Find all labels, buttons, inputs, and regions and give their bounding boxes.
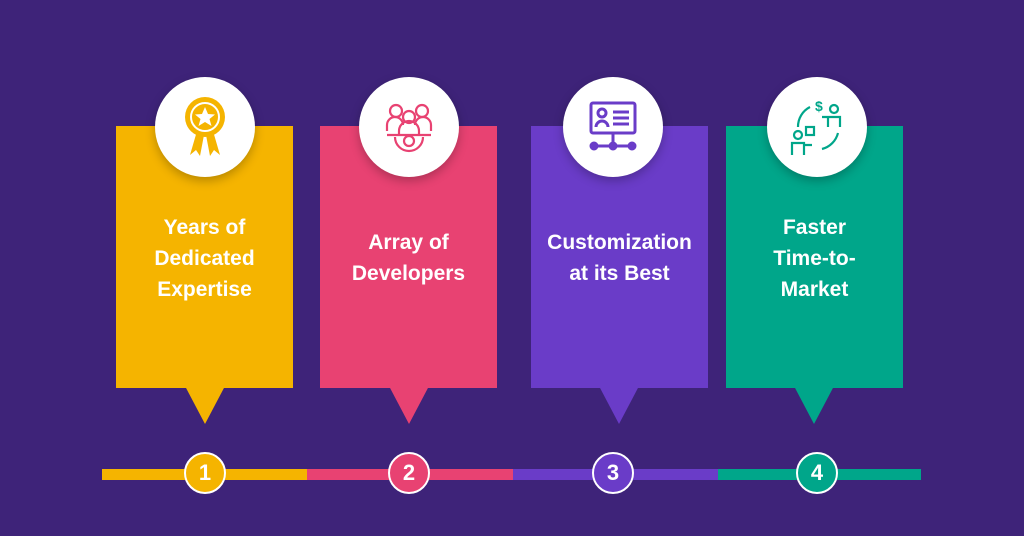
- card-pointer: [794, 386, 834, 424]
- step-number-1: 1: [184, 452, 226, 494]
- step-number-3: 3: [592, 452, 634, 494]
- card-pointer: [389, 386, 429, 424]
- step-title: Years of Dedicated Expertise: [154, 215, 255, 301]
- icon-badge-1: [155, 77, 255, 177]
- award-ribbon-icon: [185, 97, 225, 156]
- step-number-4: 4: [796, 452, 838, 494]
- step-title: Customization at its Best: [547, 231, 692, 285]
- step-title: Faster Time-to-Market: [773, 215, 856, 301]
- exchange-delivery-icon: $: [790, 98, 842, 155]
- icon-badge-4: $: [767, 77, 867, 177]
- icon-badge-3: [563, 77, 663, 177]
- step-number-2: 2: [388, 452, 430, 494]
- card-pointer: [599, 386, 639, 424]
- step-title: Array of Developers: [351, 231, 466, 285]
- developer-team-gear-icon: [385, 103, 433, 153]
- icon-badge-2: [359, 77, 459, 177]
- profile-card-network-icon: [589, 101, 637, 151]
- svg-text:$: $: [815, 98, 823, 114]
- card-pointer: [185, 386, 225, 424]
